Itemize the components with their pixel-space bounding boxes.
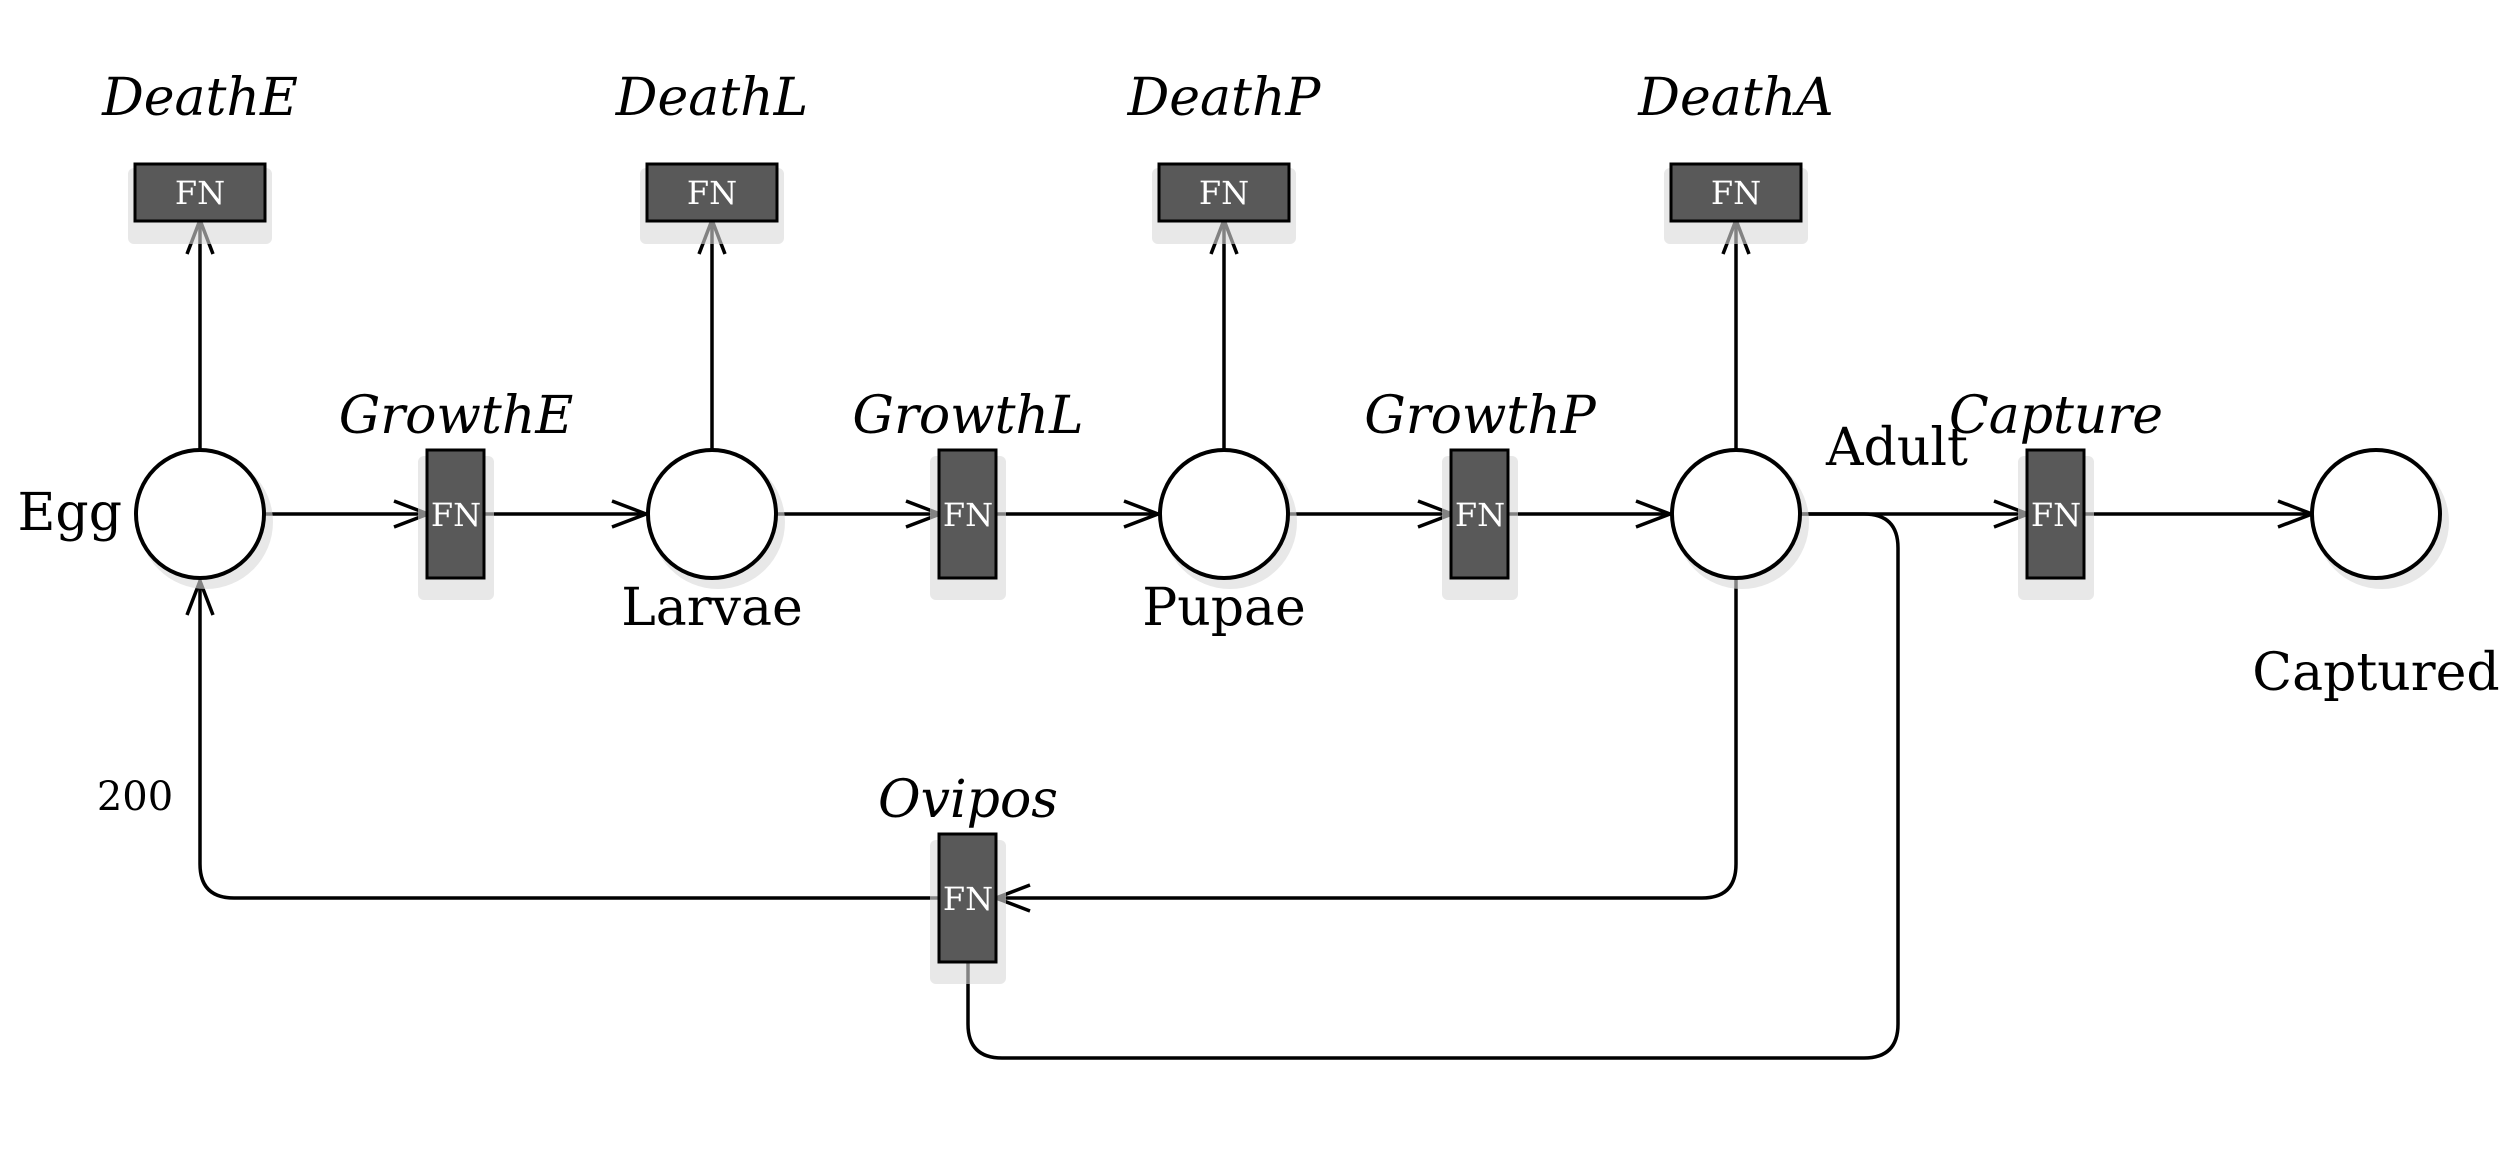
arcs (200, 220, 2312, 1060)
growthe-fn-label: FN (431, 496, 481, 534)
captured-place (2310, 448, 2442, 580)
growthe-transition: FN (418, 448, 494, 600)
pupae-place (1158, 448, 1290, 580)
arc-ovipos-to-egg (200, 581, 942, 900)
capture-transition: FN (2018, 448, 2094, 600)
ovipos-transition: FN (930, 832, 1006, 984)
larvae-place (646, 448, 778, 580)
places (134, 448, 2449, 589)
deathl-fn-label: FN (687, 174, 737, 212)
deathe-fn-label: FN (175, 174, 225, 212)
deathl-transition: FN (640, 162, 784, 244)
ovipos-label: Ovipos (878, 770, 1058, 830)
arc-adult-to-ovipos (996, 577, 1738, 898)
arc-ovipos-loop-adult (966, 512, 1900, 1060)
larvae-label: Larvae (621, 578, 803, 638)
adult-place (1670, 448, 1802, 580)
deatha-transition: FN (1664, 162, 1808, 244)
growthl-fn-label: FN (943, 496, 993, 534)
deathe-transition: FN (128, 162, 272, 244)
capture-label: Capture (1949, 386, 2163, 446)
growthl-transition: FN (930, 448, 1006, 600)
deathe-label: DeathE (101, 68, 298, 128)
growthe-label: GrowthE (339, 386, 574, 446)
egg-label: Egg (17, 483, 122, 543)
pupae-label: Pupae (1142, 578, 1306, 638)
capture-fn-label: FN (2031, 496, 2081, 534)
deathl-label: DeathL (615, 68, 808, 128)
deatha-fn-label: FN (1711, 174, 1761, 212)
growthp-transition: FN (1442, 448, 1518, 600)
adult-label: Adult (1825, 418, 1968, 478)
growthl-label: GrowthL (852, 386, 1083, 446)
deathp-fn-label: FN (1199, 174, 1249, 212)
deatha-label: DeathA (1637, 68, 1833, 128)
ovipos-egg-weight: 200 (97, 774, 173, 820)
place-labels: Egg Larvae Pupae Adult Captured (17, 418, 2499, 703)
deathp-transition: FN (1152, 162, 1296, 244)
growthp-fn-label: FN (1455, 496, 1505, 534)
ovipos-fn-label: FN (943, 880, 993, 918)
deathp-label: DeathP (1127, 68, 1322, 128)
transition-labels: DeathE DeathL DeathP DeathA GrowthE Grow… (101, 68, 2163, 830)
captured-label: Captured (2252, 643, 2499, 703)
death-transitions: FN FN FN FN (128, 162, 1808, 244)
growthp-label: GrowthP (1364, 386, 1597, 446)
chain-transitions: FN FN FN FN FN (418, 448, 2094, 984)
egg-place (134, 448, 266, 580)
